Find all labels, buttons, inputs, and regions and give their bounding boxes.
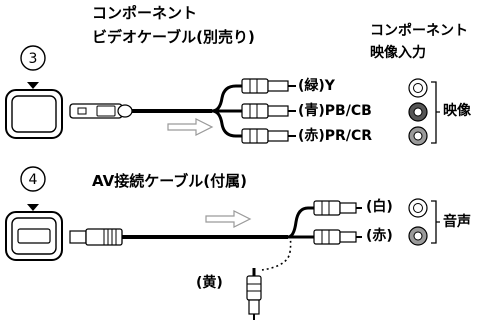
rca-plug-red (241, 128, 296, 144)
plug-label-red: (赤)PR/CR (298, 128, 373, 144)
audio-input-jacks (408, 198, 440, 246)
plug-label-yellow: (黄) (196, 275, 223, 291)
step4-cable-title: AV接続ケーブル(付属) (92, 172, 248, 190)
plug-label-blue: (青)PB/CB (298, 103, 372, 119)
rca-plug-blue (241, 103, 296, 119)
direction-arrow-icon (205, 210, 252, 228)
step4-number: 4 (29, 172, 38, 188)
jack-group-label-video: 映像 (443, 103, 471, 119)
rca-plug-white (313, 200, 362, 216)
step3-number: 3 (29, 51, 38, 67)
step3-input-title-line2: 映像入力 (370, 45, 426, 61)
plug-label-green: (緑)Y (298, 78, 335, 94)
step3-section: 3 (5, 45, 440, 146)
component-cable-connector (69, 103, 212, 119)
jack-group-label-audio: 音声 (443, 214, 471, 230)
step4-section: 4 (5, 166, 440, 320)
component-input-jacks (408, 78, 440, 146)
step3-input-title-line1: コンポーネント (370, 23, 468, 39)
rca-plug-red (313, 229, 362, 245)
rca-plug-yellow (246, 268, 262, 320)
component-output-port (5, 82, 63, 139)
plug-label-red-audio: (赤) (366, 228, 393, 244)
direction-arrow-icon (167, 118, 214, 136)
plug-label-white: (白) (366, 199, 393, 215)
av-output-port (5, 204, 63, 261)
step3-cable-title-line1: コンポーネント (92, 4, 198, 22)
step4-number-circle (20, 166, 46, 192)
rca-plug-green (241, 78, 296, 94)
step3-cable-title-line2: ビデオケーブル(別売り) (92, 28, 255, 46)
step3-number-circle (20, 45, 46, 71)
av-cable-connector (69, 228, 288, 246)
